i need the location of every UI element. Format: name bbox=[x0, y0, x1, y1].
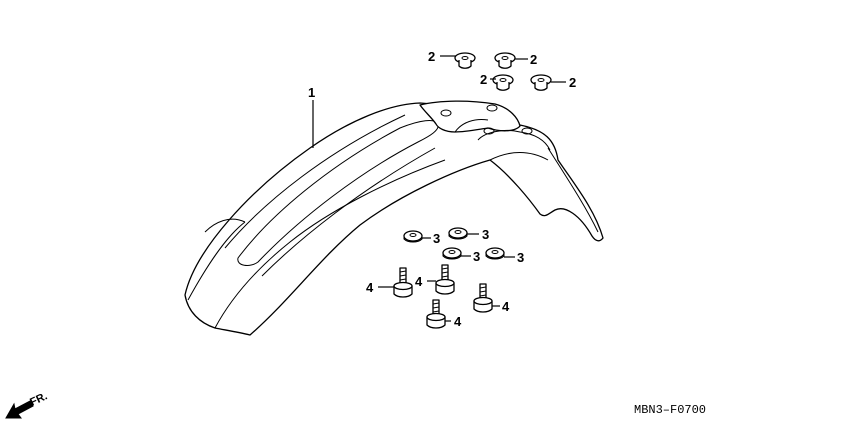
callout-3: 3 bbox=[482, 227, 489, 242]
grommet-group bbox=[454, 52, 552, 91]
callout-2: 2 bbox=[428, 49, 435, 64]
callout-2: 2 bbox=[569, 75, 576, 90]
callout-4: 4 bbox=[502, 299, 510, 314]
callout-4: 4 bbox=[415, 274, 423, 289]
callout-4: 4 bbox=[454, 314, 462, 329]
bolt-4b bbox=[435, 264, 455, 295]
grommet-2b bbox=[494, 52, 516, 69]
front-direction-indicator: FR. bbox=[5, 390, 49, 419]
callout-2: 2 bbox=[530, 52, 537, 67]
leader-lines bbox=[312, 55, 566, 322]
grommet-2c bbox=[492, 74, 514, 91]
callout-3: 3 bbox=[517, 250, 524, 265]
washer-group bbox=[403, 227, 505, 260]
front-fender bbox=[184, 100, 604, 336]
bolt-4c bbox=[473, 283, 493, 313]
washer-3b bbox=[448, 227, 468, 240]
callout-3: 3 bbox=[433, 231, 440, 246]
callout-4: 4 bbox=[366, 280, 374, 295]
washer-3a bbox=[403, 230, 423, 243]
diagram-code: MBN3–F0700 bbox=[634, 403, 706, 417]
washer-3d bbox=[485, 247, 505, 260]
bolt-group bbox=[393, 264, 493, 329]
callout-3: 3 bbox=[473, 249, 480, 264]
bolt-4a bbox=[393, 267, 413, 298]
grommet-2d bbox=[530, 74, 552, 91]
grommet-2a bbox=[454, 52, 476, 69]
arrow-icon bbox=[5, 400, 34, 419]
direction-label: FR. bbox=[28, 390, 49, 408]
callouts: 1 2 2 2 2 3 3 3 3 4 4 4 4 bbox=[308, 49, 576, 329]
callout-1: 1 bbox=[308, 85, 315, 100]
washer-3c bbox=[442, 247, 462, 260]
callout-2: 2 bbox=[480, 72, 487, 87]
bolt-4d bbox=[426, 299, 446, 329]
